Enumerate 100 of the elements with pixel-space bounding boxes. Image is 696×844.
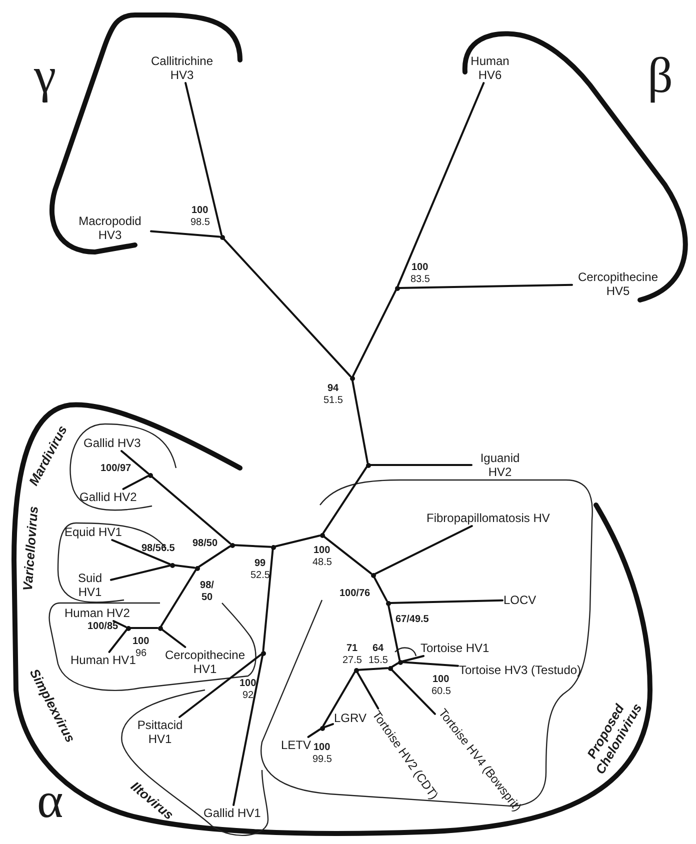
support-value: 100 xyxy=(432,674,450,686)
branch-point xyxy=(354,668,358,672)
support-value: 98.5 xyxy=(190,217,210,229)
support-value: 100 xyxy=(192,205,208,217)
taxon-label: Suid HV1 xyxy=(70,571,110,599)
branch-line xyxy=(130,627,158,629)
branch-line xyxy=(356,671,380,710)
support-value: 100 xyxy=(314,545,330,557)
taxon-label: Human HV1 xyxy=(70,653,136,667)
branch-point xyxy=(388,666,392,670)
branch-point xyxy=(230,542,234,548)
genus-label: Varicellovirus xyxy=(19,505,40,591)
branch-line xyxy=(358,667,388,671)
taxon-label: LETV xyxy=(281,738,312,752)
branch-line xyxy=(401,655,425,662)
branch-point xyxy=(194,566,200,570)
support-value: 60.5 xyxy=(432,686,451,698)
branch-point xyxy=(350,376,354,380)
taxon-label: Human HV2 xyxy=(64,606,130,620)
support-value: 98/ 50 xyxy=(199,580,215,604)
taxon-label: Human HV6 xyxy=(465,54,515,82)
branch-line xyxy=(262,548,274,652)
branch-line xyxy=(402,661,459,667)
support-value: 99 xyxy=(254,558,266,570)
taxon-label: Psittacid HV1 xyxy=(130,718,190,746)
branch-point xyxy=(320,726,324,730)
taxon-label: Macropodid HV3 xyxy=(70,214,150,242)
taxon-label: Callitrichine HV3 xyxy=(142,54,222,82)
branch-point xyxy=(370,572,376,578)
branch-line xyxy=(374,525,473,575)
branch-line xyxy=(122,475,149,490)
branch-line xyxy=(307,728,321,738)
branch-line xyxy=(160,569,197,627)
taxon-label: Cercopithecine HV1 xyxy=(160,648,250,676)
support-value: 71 xyxy=(346,643,358,655)
support-value: 51.5 xyxy=(324,395,343,407)
branch-line xyxy=(222,238,352,378)
branch-line xyxy=(173,564,196,569)
support-value: 27.5 xyxy=(342,655,362,667)
taxon-label: Gallid HV3 xyxy=(84,436,141,450)
branch-line xyxy=(178,654,262,718)
branch-line xyxy=(322,466,368,534)
support-value: 96 xyxy=(136,648,147,660)
branch-line xyxy=(232,654,264,806)
taxon-label: Gallid HV2 xyxy=(80,490,137,504)
branch-line xyxy=(274,534,321,548)
support-value: 100/97 xyxy=(100,463,132,475)
branch-point xyxy=(270,544,276,550)
taxon-label: Tortoise HV3 (Testudo) xyxy=(459,663,582,677)
support-value: 100 xyxy=(412,262,428,274)
branch-line xyxy=(184,82,222,236)
support-value: 98/56.5 xyxy=(142,543,175,555)
branch-point xyxy=(158,626,162,630)
branch-line xyxy=(323,723,334,728)
branch-line xyxy=(108,628,128,653)
branch-line xyxy=(322,671,356,727)
branch-line xyxy=(198,545,231,568)
branch-point xyxy=(260,650,266,656)
branch-point xyxy=(126,626,130,630)
branch-line xyxy=(398,284,573,289)
branch-line xyxy=(373,576,388,602)
taxon-label: Iguanid HV2 xyxy=(472,451,528,479)
taxon-label: Tortoise HV1 xyxy=(420,641,490,655)
taxon-label: Gallid HV1 xyxy=(204,806,261,820)
branch-line xyxy=(388,604,400,661)
branch-line xyxy=(234,544,272,548)
branch-point xyxy=(386,600,390,606)
branch-line xyxy=(390,668,436,715)
branch-point xyxy=(398,660,402,664)
support-value: 100 xyxy=(314,742,330,754)
support-value: 64 xyxy=(372,643,384,655)
branch-point xyxy=(220,234,224,240)
support-value: 67/49.5 xyxy=(396,614,429,626)
branch-line xyxy=(150,476,232,544)
clade-letter: γ xyxy=(34,49,56,101)
support-value: 92 xyxy=(242,690,254,702)
branch-line xyxy=(161,628,186,648)
taxon-label: LOCV xyxy=(504,593,536,607)
taxon-label: LGRV xyxy=(334,711,366,725)
support-value: 99.5 xyxy=(312,754,332,766)
branch-line xyxy=(150,230,220,238)
branch-line xyxy=(396,82,485,287)
branch-line xyxy=(390,599,504,604)
taxon-label: Fibropapillomatosis HV xyxy=(426,511,550,525)
branch-line xyxy=(120,450,150,474)
taxon-label: Cercopithecine HV5 xyxy=(573,270,663,298)
branch-line xyxy=(322,536,372,574)
branch-point xyxy=(148,472,152,478)
support-value: 15.5 xyxy=(368,655,388,667)
branch-line xyxy=(391,662,399,668)
branch-line xyxy=(110,564,171,581)
support-value: 48.5 xyxy=(312,557,332,569)
support-value: 100 xyxy=(240,678,256,690)
branch-point xyxy=(170,562,174,568)
support-value: 100/76 xyxy=(340,588,370,600)
branch-line xyxy=(111,539,171,566)
branch-point xyxy=(320,532,324,538)
support-value: 100 xyxy=(132,636,150,648)
branch-line xyxy=(112,620,127,628)
clade-letter: β xyxy=(648,49,673,101)
